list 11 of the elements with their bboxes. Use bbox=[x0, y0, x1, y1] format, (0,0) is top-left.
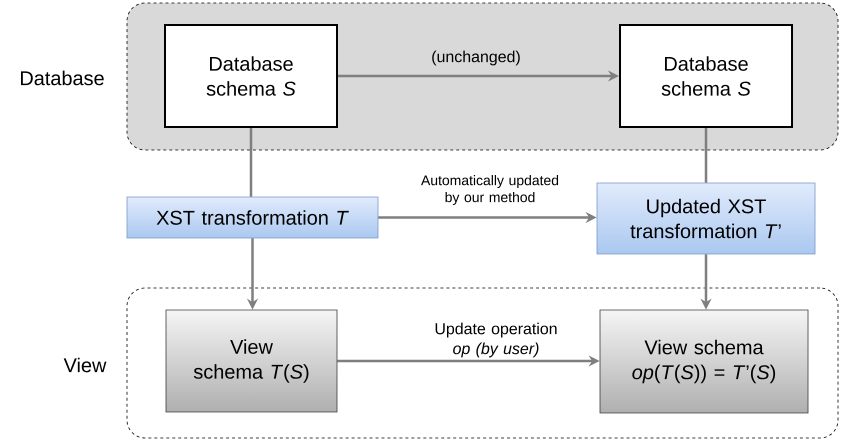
schema-box: Database schema S bbox=[164, 24, 338, 128]
band-label: View bbox=[64, 358, 106, 372]
transformation-box: Updated XST transformation T’ bbox=[596, 182, 816, 254]
edge-label: (unchanged) bbox=[432, 50, 520, 66]
edge-label: Automatically updated by our method bbox=[421, 175, 558, 205]
view-box: View schema op(T(S)) = T’(S) bbox=[600, 310, 808, 414]
edge-label: Update operation op (by user) bbox=[436, 322, 557, 358]
transformation-box: XST transformation T bbox=[126, 196, 378, 238]
view-box: View schema T(S) bbox=[166, 310, 338, 412]
schema-box: Database schema S bbox=[619, 24, 793, 128]
band-label: Database bbox=[21, 70, 104, 86]
